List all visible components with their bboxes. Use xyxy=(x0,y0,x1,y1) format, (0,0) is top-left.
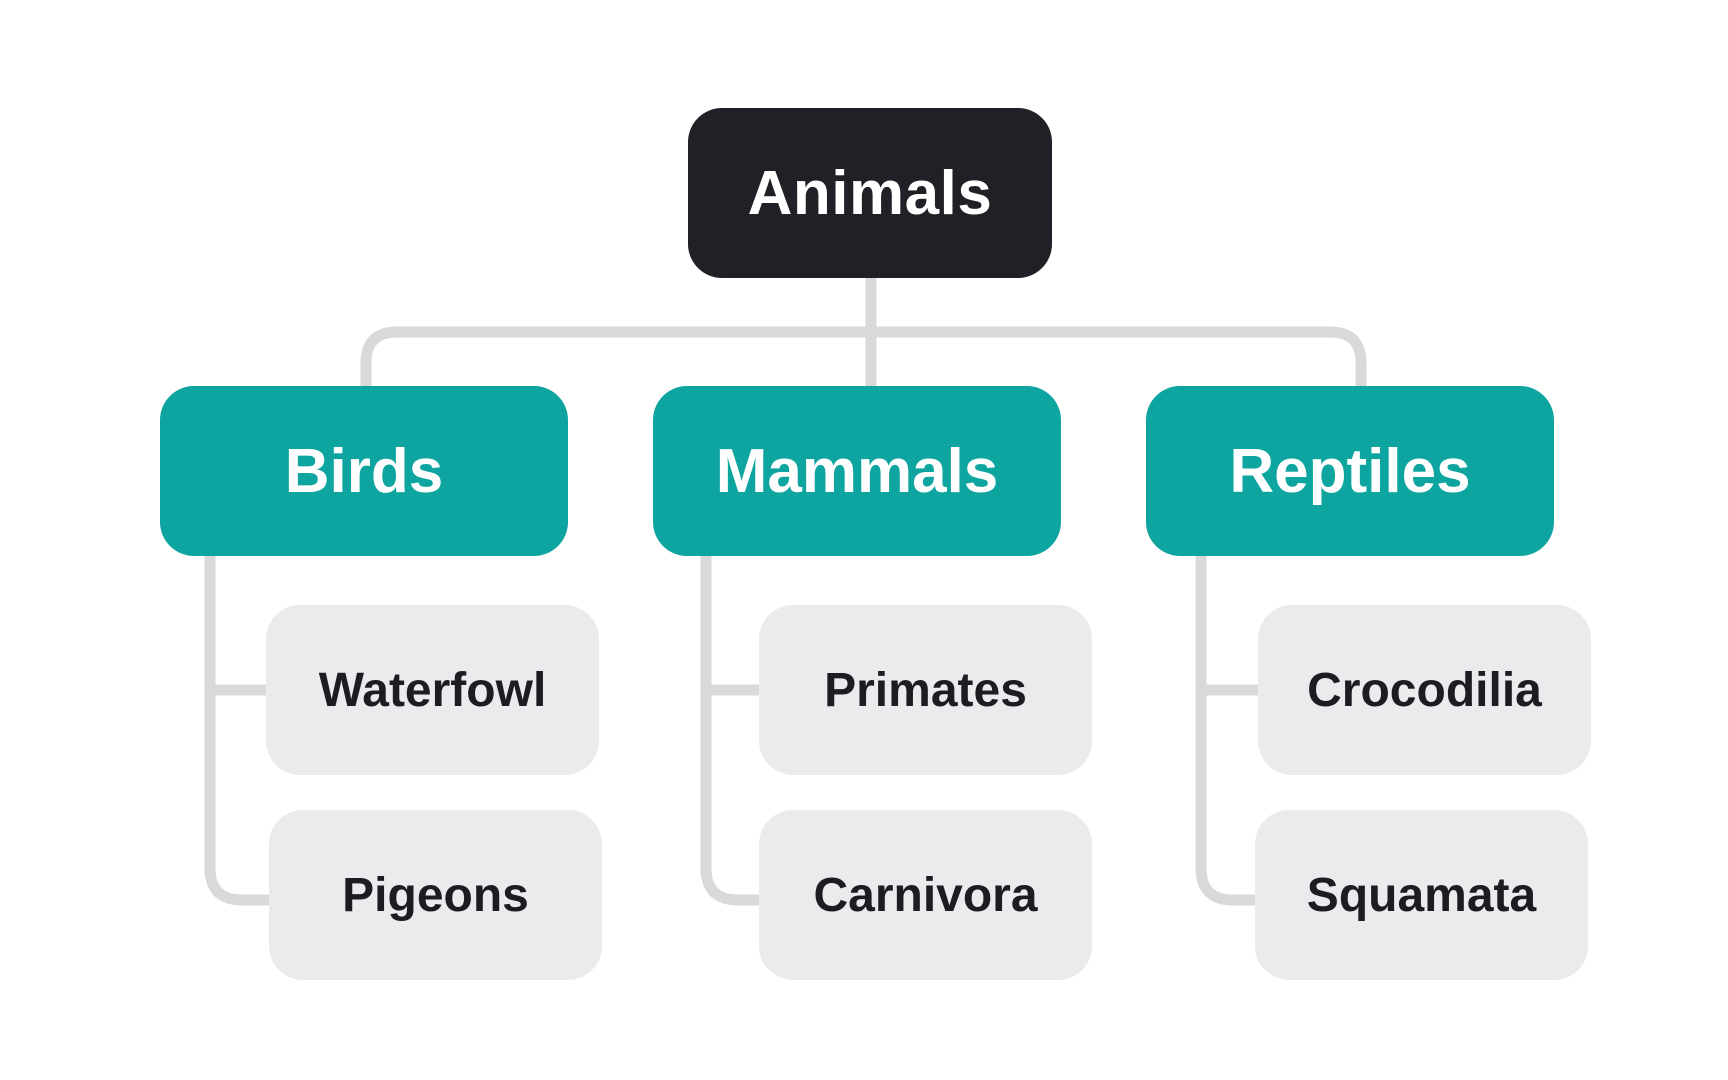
category-node-label: Birds xyxy=(284,436,444,506)
connector-birds-children xyxy=(204,556,269,906)
category-node-label: Reptiles xyxy=(1229,436,1471,506)
category-node-reptiles: Reptiles xyxy=(1146,386,1554,556)
category-node-mammals: Mammals xyxy=(653,386,1061,556)
connector-reptiles-children xyxy=(1195,556,1258,906)
leaf-node-squamata: Squamata xyxy=(1255,810,1588,980)
leaf-node-label: Primates xyxy=(824,663,1027,717)
root-node-label: Animals xyxy=(747,158,993,228)
connector-root-branch-reptiles xyxy=(871,326,1367,386)
leaf-node-label: Crocodilia xyxy=(1307,663,1542,717)
leaf-node-pigeons: Pigeons xyxy=(269,810,602,980)
leaf-node-primates: Primates xyxy=(759,605,1092,775)
category-node-birds: Birds xyxy=(160,386,568,556)
leaf-node-label: Carnivora xyxy=(813,868,1038,922)
leaf-node-label: Squamata xyxy=(1306,868,1537,922)
connector-root-branch-birds xyxy=(360,326,871,386)
leaf-node-label: Waterfowl xyxy=(318,663,547,717)
leaf-node-crocodilia: Crocodilia xyxy=(1258,605,1591,775)
leaf-node-carnivora: Carnivora xyxy=(759,810,1092,980)
category-node-label: Mammals xyxy=(715,436,999,506)
leaf-node-waterfowl: Waterfowl xyxy=(266,605,599,775)
connector-mammals-children xyxy=(700,556,759,906)
leaf-node-label: Pigeons xyxy=(342,868,529,922)
root-node-animals: Animals xyxy=(688,108,1052,278)
